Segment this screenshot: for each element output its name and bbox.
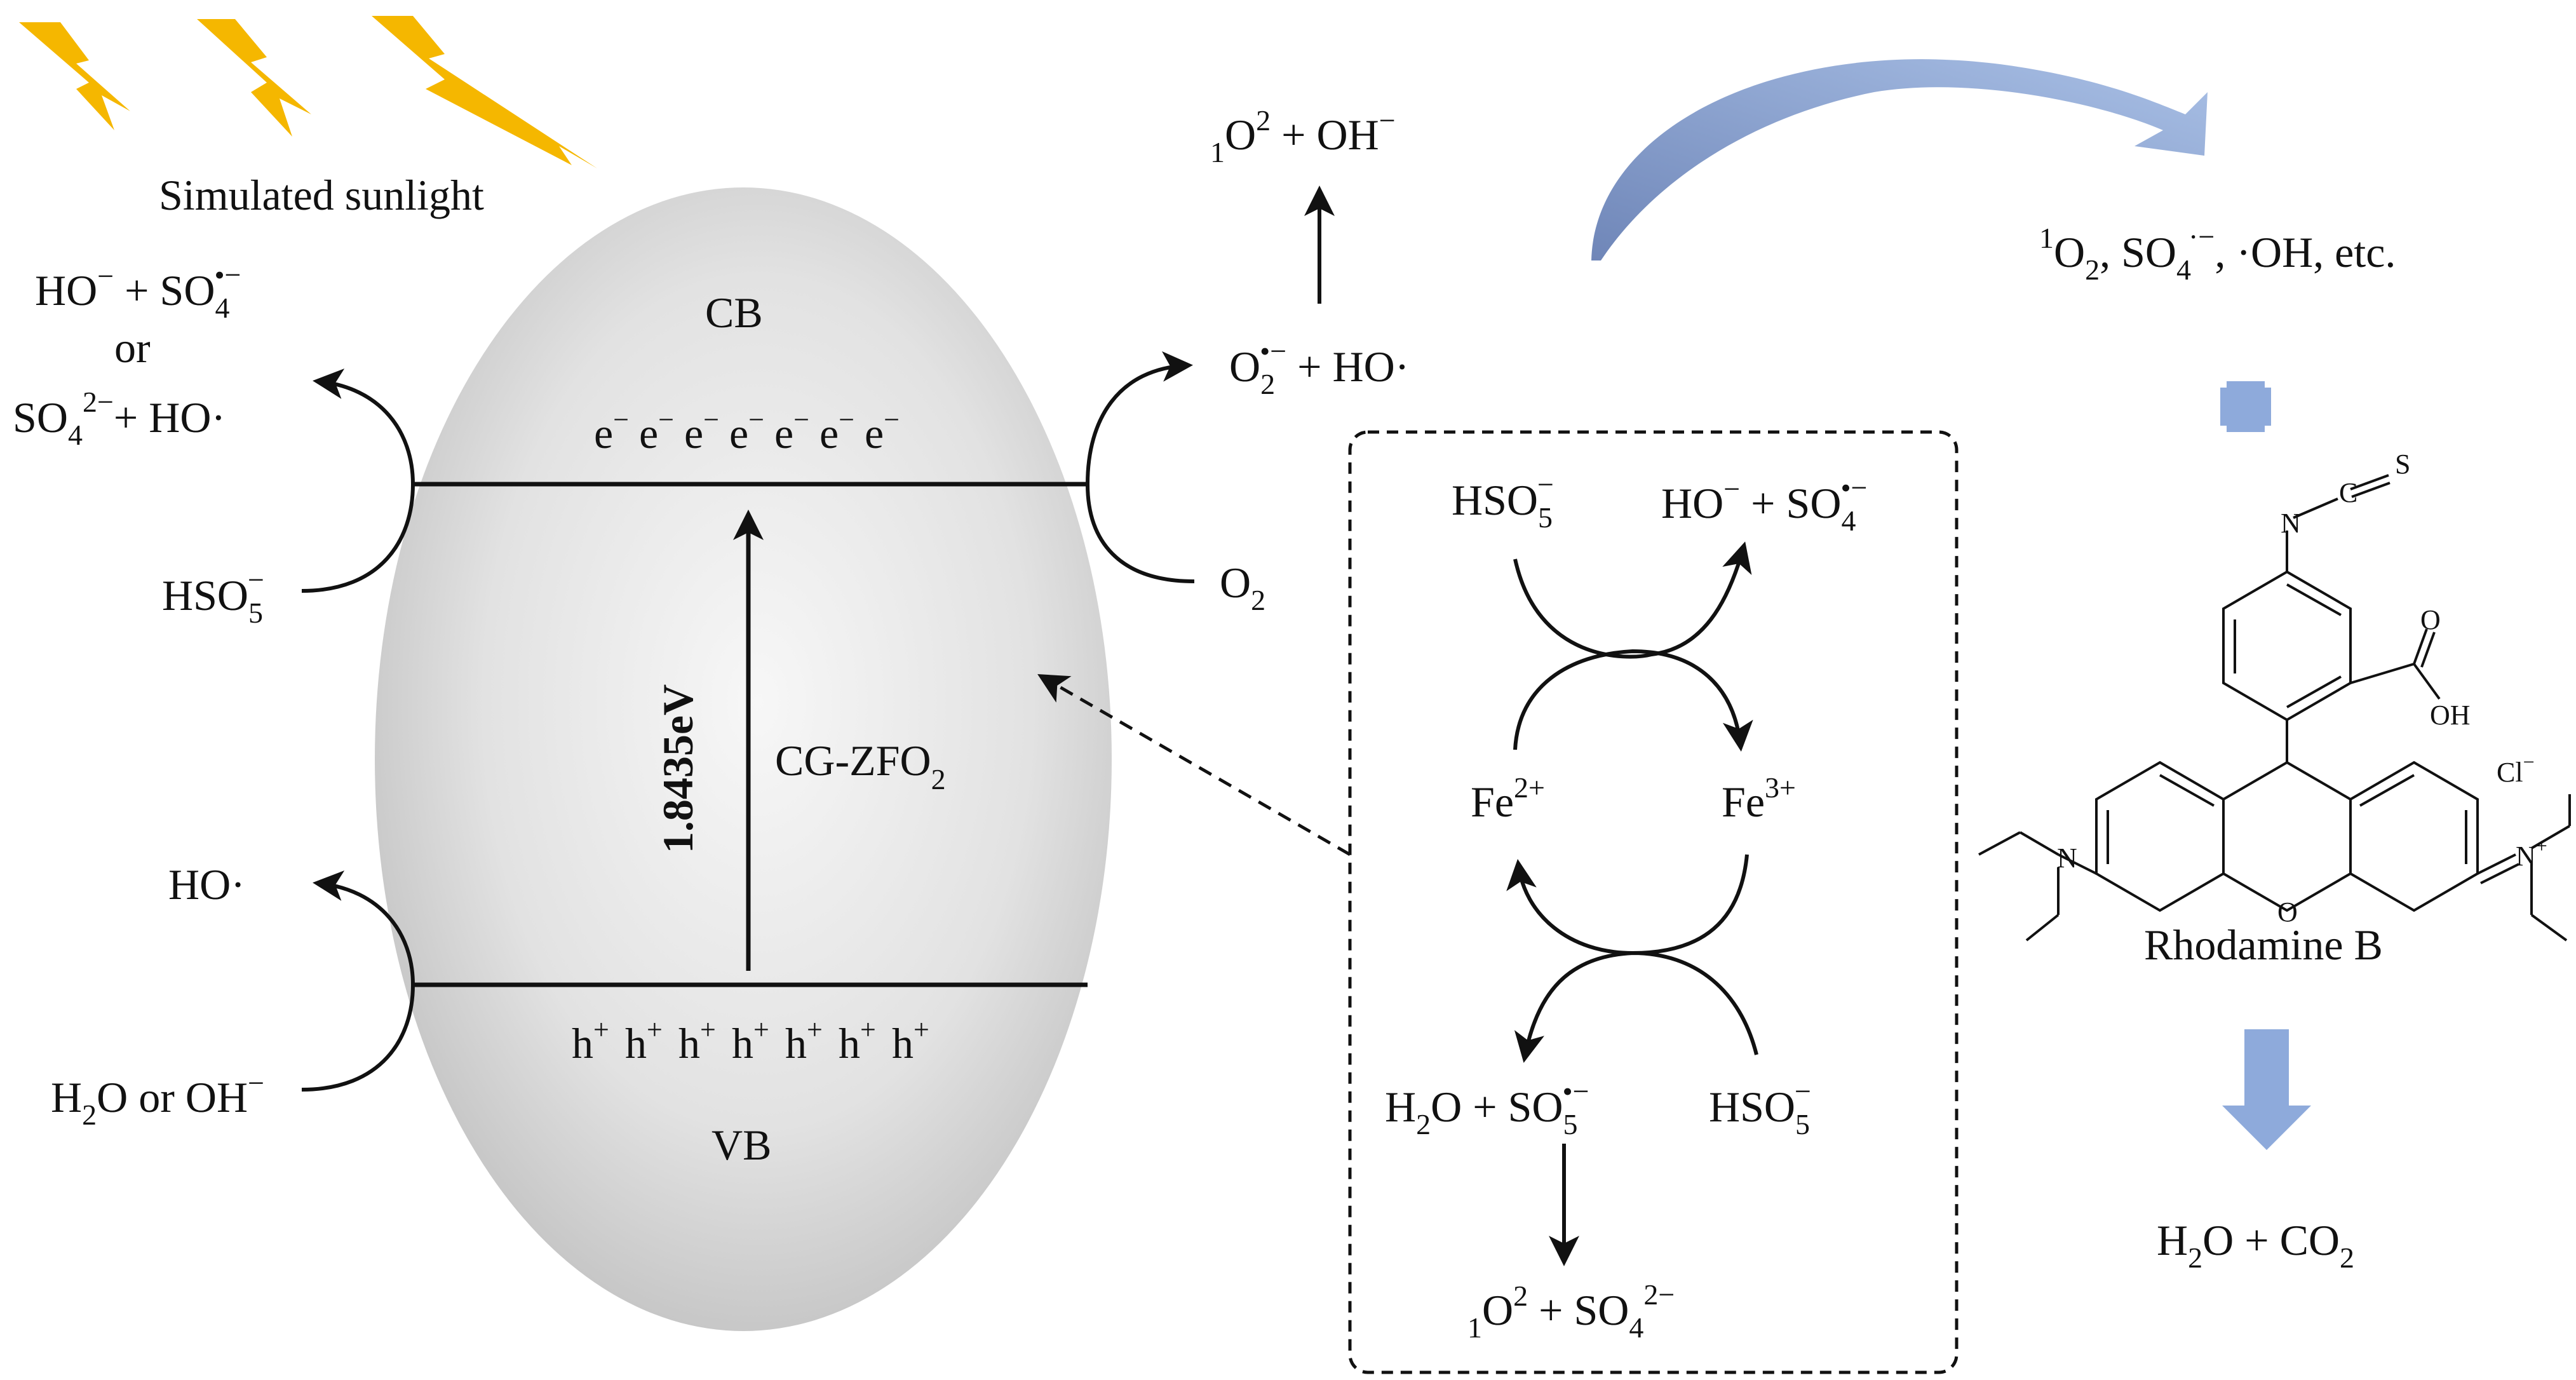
- lightning-bolt-icon: [372, 16, 597, 168]
- right-cb-top-product: 1O2 + OH−: [1210, 104, 1396, 168]
- fe-cycle-box: [1348, 430, 1959, 1374]
- hole: h+: [678, 1014, 716, 1067]
- hole: h+: [839, 1014, 876, 1067]
- left-vb-curved-arrow: [301, 870, 415, 1092]
- electron: e−: [819, 404, 854, 457]
- left-cb-product-1: HO− + SO4•−: [35, 259, 241, 324]
- atom-oh: OH: [2430, 700, 2471, 731]
- right-ring: [2349, 761, 2479, 912]
- plus-sign-icon: [2220, 381, 2271, 432]
- atom-s: S: [2395, 449, 2410, 480]
- fe-cycle-product-bl: H2O + SO5•−: [1385, 1075, 1589, 1140]
- sunlight-bolts: [19, 16, 597, 168]
- left-ring: [2095, 761, 2225, 912]
- atom-n-top: N: [2281, 508, 2301, 539]
- sunlight-label: Simulated sunlight: [159, 171, 484, 219]
- pendant-ring: [2222, 570, 2352, 722]
- fe2-label: Fe2+: [1471, 771, 1545, 826]
- lightning-bolt-icon: [19, 22, 130, 130]
- right-cb-intermediate: O2•− + HO·: [1229, 335, 1409, 400]
- hole: h+: [572, 1014, 609, 1067]
- fe-cycle-product-tr: HO− + SO4•−: [1661, 471, 1868, 537]
- photocatalyst-particle: [375, 187, 1112, 1331]
- fe-cycle-final-product: 1O2 + SO42−: [1467, 1278, 1675, 1344]
- electron-row: e−e−e−e−e−e−e−: [594, 404, 900, 457]
- atom-cl: Cl−: [2497, 750, 2535, 788]
- left-cb-reactant: HSO5−: [162, 564, 264, 629]
- cb-label: CB: [705, 288, 763, 337]
- hole: h+: [732, 1014, 769, 1067]
- dashed-link-arrow: [1037, 674, 1351, 856]
- fe-cycle-reactant-br: HSO5−: [1709, 1075, 1811, 1140]
- left-cb-product-2: SO42−+ HO·: [13, 386, 226, 451]
- final-products: H2O + CO2: [2157, 1216, 2354, 1274]
- vb-label: VB: [711, 1121, 771, 1169]
- reactive-species-label: 1O2, SO4·−, ·OH, etc.: [2039, 220, 2396, 286]
- acid-bond: [2350, 663, 2415, 684]
- atom-c: C: [2339, 477, 2357, 508]
- hole: h+: [785, 1014, 823, 1067]
- fe-cycle-reactant-tl: HSO5−: [1452, 468, 1554, 534]
- electron: e−: [594, 404, 629, 457]
- cycle-arrow-bottom: [1514, 950, 1758, 1063]
- flow-arrow: [1591, 59, 2208, 260]
- atom-n-left: N: [2057, 842, 2077, 874]
- right-cb-curved-arrow: [1085, 351, 1195, 583]
- fe-cycle-arrows: [1506, 541, 1758, 1063]
- rhodamine-atom-labels: N C S O OH N O N+ Cl−: [2057, 449, 2547, 928]
- rhodamine-b-structure: [1978, 474, 2571, 942]
- electron: e−: [684, 404, 719, 457]
- lightning-bolt-icon: [197, 19, 311, 137]
- left-vb-product: HO·: [168, 860, 245, 909]
- cycle-arrow-top: [1513, 541, 1752, 659]
- electron: e−: [729, 404, 764, 457]
- catalyst-name: CG-ZFO2: [775, 736, 946, 795]
- band-gap-label: 1.8435eV: [654, 684, 702, 853]
- plus-bar-horizontal: [2220, 388, 2271, 426]
- left-cb-curved-arrow: [301, 369, 415, 593]
- left-amine-bond: [2058, 853, 2097, 875]
- atom-o-acid: O: [2420, 604, 2441, 635]
- right-cb-reactant: O2: [1220, 558, 1265, 616]
- fe3-label: Fe3+: [1722, 771, 1796, 826]
- hole: h+: [892, 1014, 929, 1067]
- right-iminium-bond: [2477, 853, 2516, 875]
- central-ring: [2222, 761, 2352, 912]
- down-arrow-icon: [2222, 1029, 2311, 1150]
- electron: e−: [639, 404, 674, 457]
- left-cb-or: or: [114, 323, 151, 372]
- left-vb-reactant: H2O or OH−: [51, 1067, 264, 1131]
- atom-o-ring: O: [2277, 896, 2298, 928]
- hole: h+: [625, 1014, 663, 1067]
- atom-n-right: N+: [2516, 834, 2547, 872]
- electron: e−: [865, 404, 900, 457]
- cycle-arrow-right-down: [1513, 649, 1753, 752]
- cycle-arrow-left-up: [1506, 854, 1749, 956]
- electron: e−: [774, 404, 809, 457]
- hole-row: h+ h+ h+ h+ h+ h+ h+: [572, 1014, 929, 1067]
- rhodamine-b-label: Rhodamine B: [2144, 921, 2383, 969]
